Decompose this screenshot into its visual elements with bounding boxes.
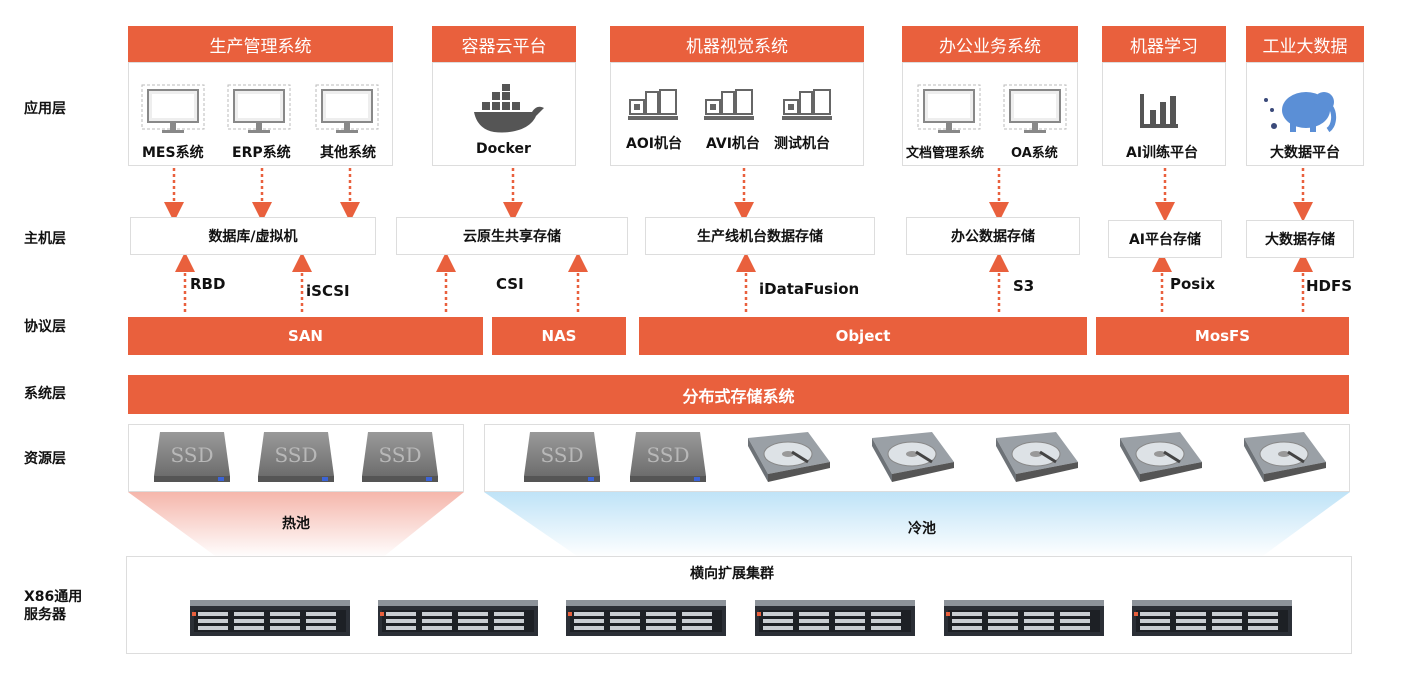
layer-label-protocol: 协议层: [24, 319, 66, 335]
hot-pool-shape: [128, 492, 464, 558]
app-item-erp: ERP系统: [232, 145, 291, 161]
rack-server-icon: [378, 600, 538, 636]
rack-server-icon: [566, 600, 726, 636]
app-container-box: [432, 62, 576, 166]
host-db-vm: 数据库/虚拟机: [130, 217, 376, 255]
app-bigdata-title: 工业大数据: [1246, 26, 1364, 62]
rack-server-icon: [190, 600, 350, 636]
app-item-aoi: AOI机台: [626, 136, 682, 152]
app-item-test: 测试机台: [774, 136, 830, 152]
host-office-storage: 办公数据存储: [906, 217, 1080, 255]
protocol-nas: NAS: [492, 317, 626, 355]
app-ml-title: 机器学习: [1102, 26, 1226, 62]
layer-label-resource: 资源层: [24, 451, 66, 467]
protocol-label-s3: S3: [1013, 277, 1035, 295]
distributed-storage-system-bar: 分布式存储系统: [128, 375, 1349, 414]
cold-pool-label: 冷池: [908, 521, 936, 537]
hadoop-elephant-icon: [1264, 92, 1337, 133]
protocol-san: SAN: [128, 317, 483, 355]
protocol-mosfs: MosFS: [1096, 317, 1349, 355]
host-cloud-native-storage: 云原生共享存储: [396, 217, 628, 255]
rack-server-icon: [755, 600, 915, 636]
layer-label-app: 应用层: [24, 101, 66, 117]
protocol-label-rbd: RBD: [190, 275, 226, 293]
app-item-bigdata-platform: 大数据平台: [1270, 145, 1340, 161]
app-item-avi: AVI机台: [706, 136, 760, 152]
app-item-ai-train: AI训练平台: [1126, 145, 1199, 161]
app-item-other: 其他系统: [320, 145, 376, 161]
protocol-label-posix: Posix: [1170, 275, 1216, 293]
app-prod-title: 生产管理系统: [128, 26, 393, 62]
layer-label-host: 主机层: [24, 231, 66, 247]
layer-label-system: 系统层: [24, 386, 66, 402]
app-item-docker: Docker: [476, 141, 531, 157]
protocol-object: Object: [639, 317, 1087, 355]
bar-chart-icon: [1140, 94, 1178, 128]
hot-pool-label: 热池: [282, 516, 310, 532]
layer-label-server: X86通用 服务器: [24, 589, 83, 623]
host-bigdata-storage: 大数据存储: [1246, 220, 1354, 258]
protocol-label-idatafusion: iDataFusion: [759, 280, 860, 298]
protocol-label-hdfs: HDFS: [1306, 277, 1353, 295]
app-item-doc: 文档管理系统: [906, 146, 985, 161]
cluster-label: 横向扩展集群: [690, 566, 774, 582]
protocol-label-csi: CSI: [496, 275, 524, 293]
cold-pool-shape: [484, 492, 1350, 558]
docker-whale-icon: [474, 84, 544, 133]
protocol-label-iscsi: iSCSI: [306, 282, 350, 300]
app-item-oa: OA系统: [1011, 146, 1058, 161]
app-vision-title: 机器视觉系统: [610, 26, 864, 62]
rack-server-icon: [1132, 600, 1292, 636]
host-ai-storage: AI平台存储: [1108, 220, 1222, 258]
app-item-mes: MES系统: [142, 145, 204, 161]
app-office-title: 办公业务系统: [902, 26, 1078, 62]
app-container-title: 容器云平台: [432, 26, 576, 62]
host-production-storage: 生产线机台数据存储: [645, 217, 875, 255]
rack-server-icon: [944, 600, 1104, 636]
